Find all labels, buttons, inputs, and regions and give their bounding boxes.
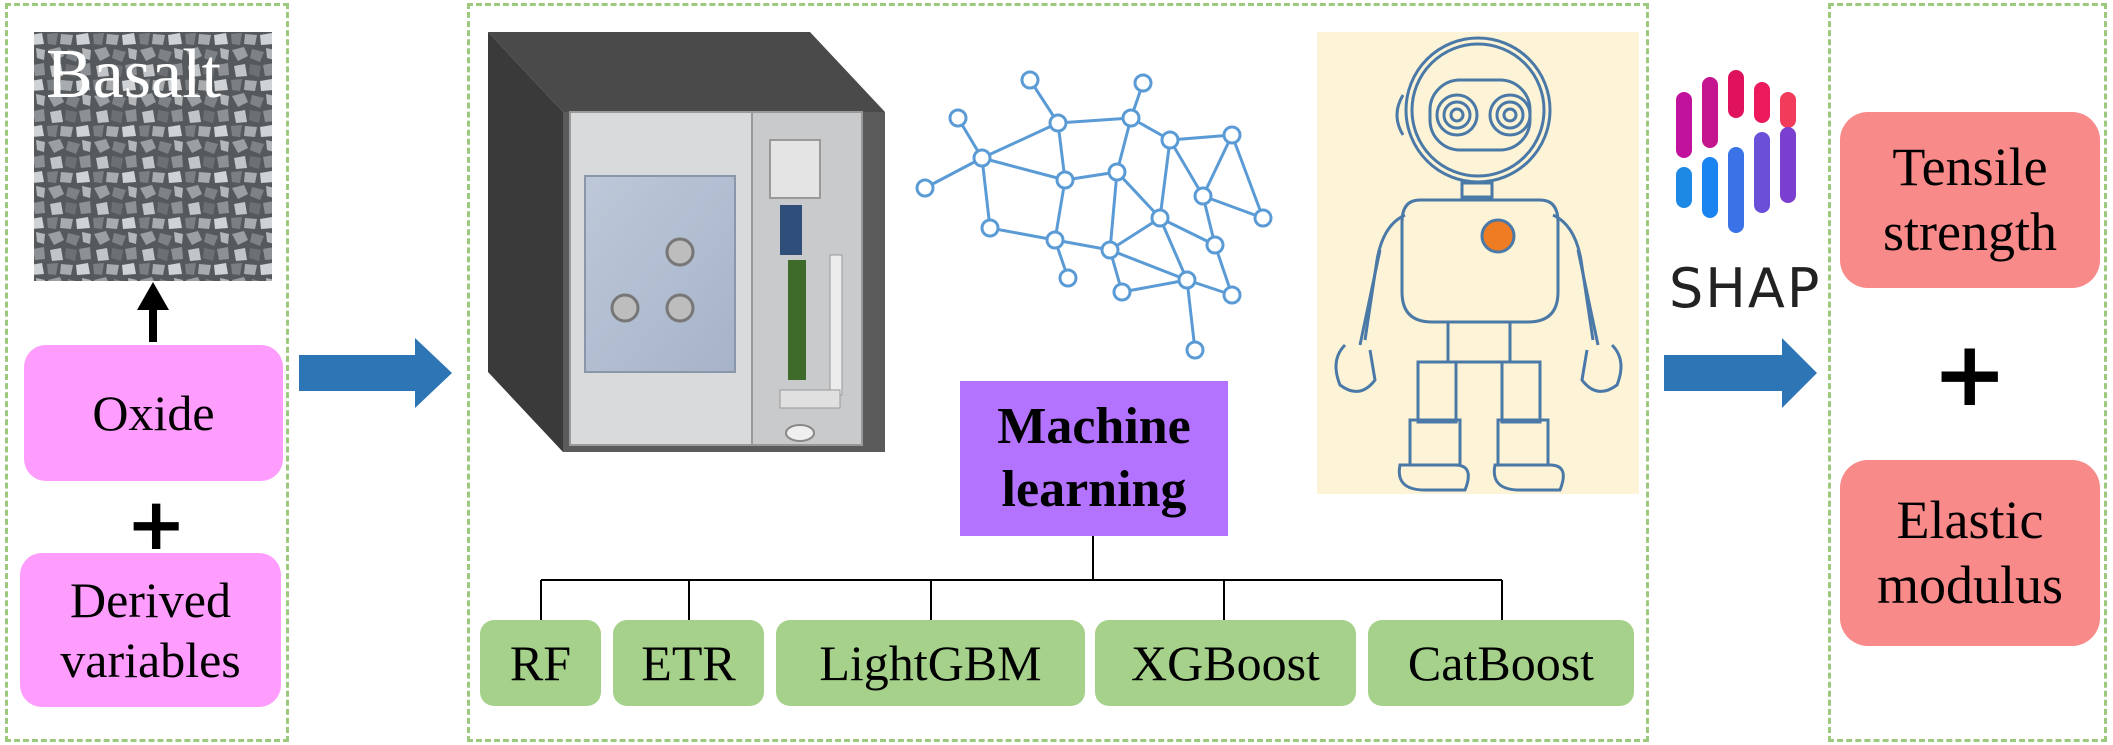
machine-learning-box: Machine learning: [960, 381, 1228, 536]
right-arrow-icon: [1664, 338, 1817, 408]
derived-variables-box: Derived variables: [20, 553, 281, 707]
basalt-label: Basalt: [46, 36, 221, 113]
right-arrow-icon: [299, 338, 452, 408]
algorithm-catboost: CatBoost: [1368, 620, 1634, 706]
tensile-strength-box: Tensile strength: [1840, 112, 2100, 288]
algorithm-lightgbm: LightGBM: [776, 620, 1085, 706]
basalt-photo: [34, 32, 272, 281]
neural-network-icon: [915, 70, 1273, 360]
algorithm-etr: ETR: [613, 620, 764, 706]
algorithm-rf: RF: [480, 620, 601, 706]
plus-sign: +: [126, 482, 187, 566]
elastic-modulus-box: Elastic modulus: [1840, 460, 2100, 646]
testing-machine-icon: [488, 32, 885, 452]
shap-logo-icon: [1676, 70, 1796, 233]
ml-tree-connectors: [540, 536, 1503, 620]
plus-sign: +: [1932, 322, 2008, 427]
up-arrow-icon: [137, 282, 169, 342]
output-panel: [1828, 3, 2107, 742]
input-panel: [5, 3, 289, 742]
oxide-box: Oxide: [24, 345, 283, 481]
algorithm-xgboost: XGBoost: [1095, 620, 1356, 706]
robot-icon: [1317, 32, 1639, 494]
model-panel: [467, 3, 1649, 742]
shap-label: SHAP: [1669, 257, 1822, 320]
